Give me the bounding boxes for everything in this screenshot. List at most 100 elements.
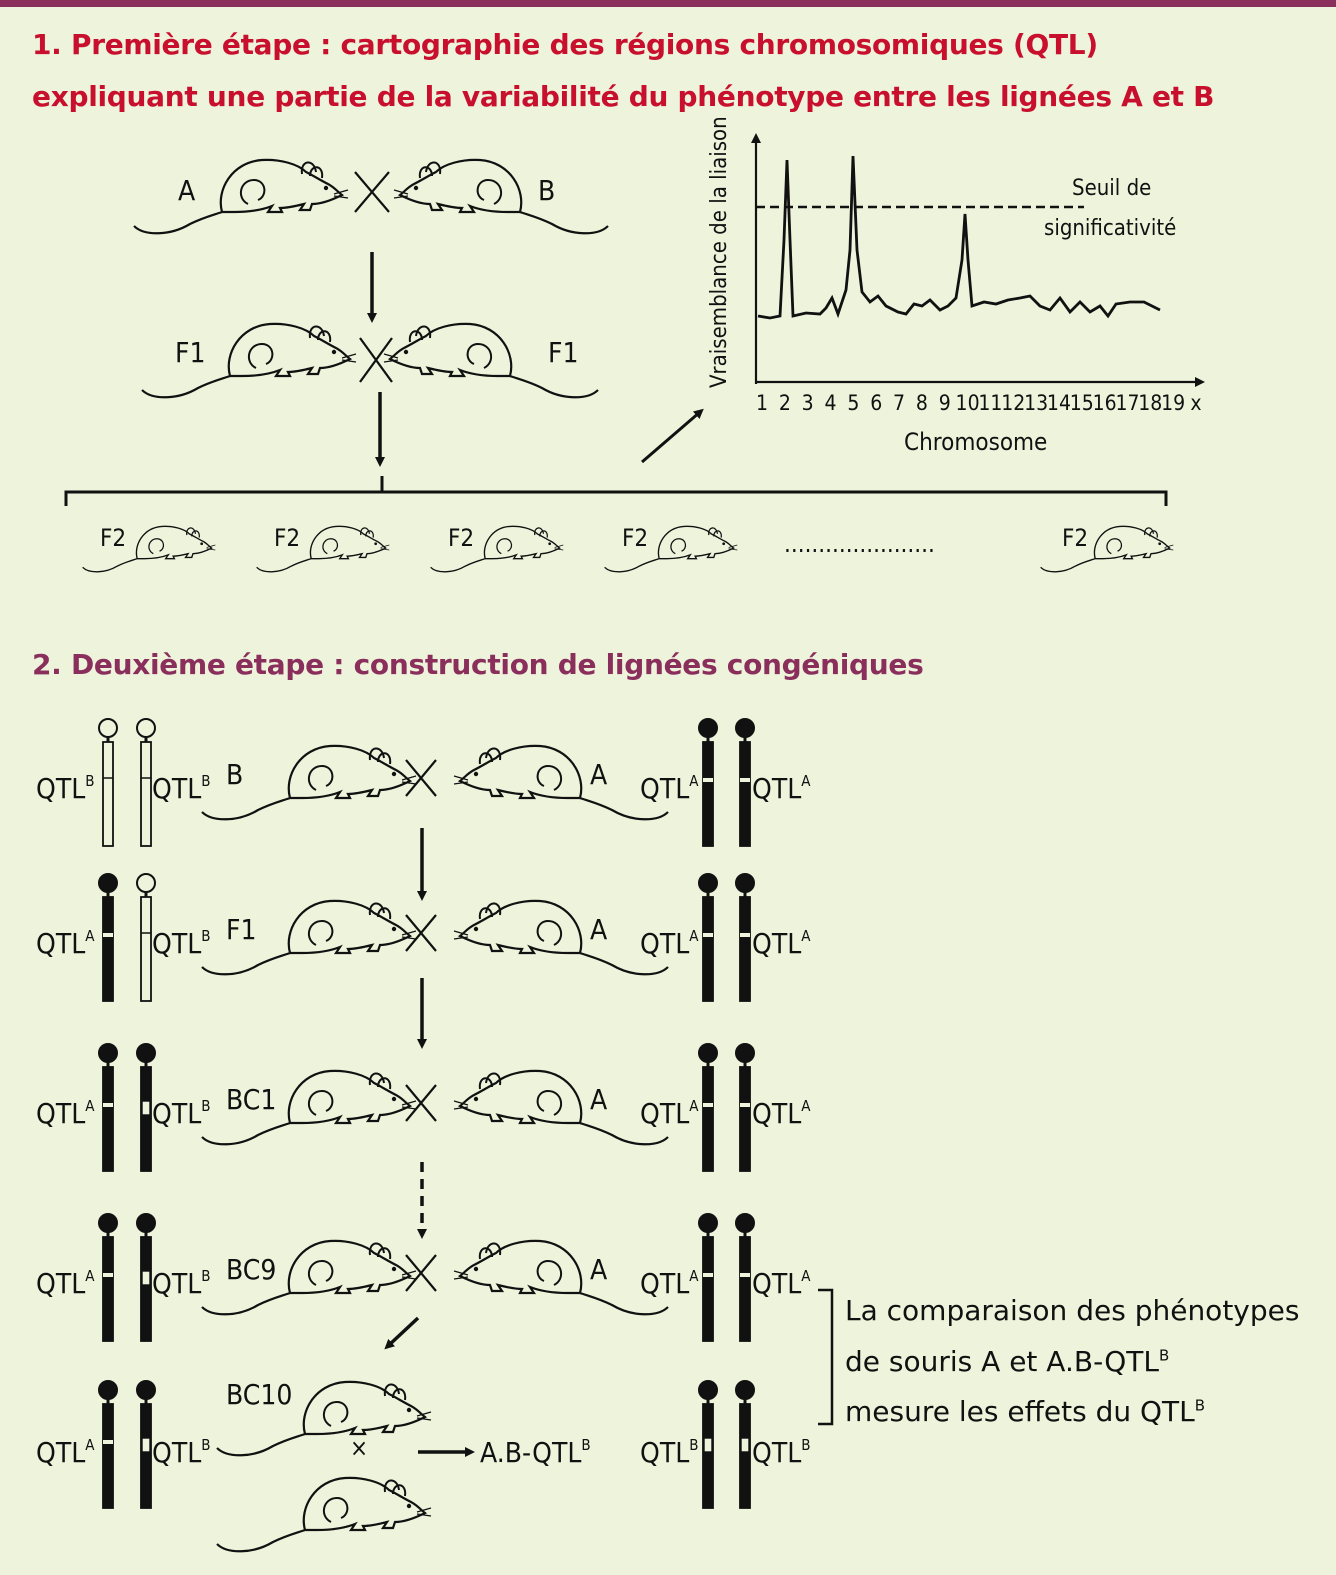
- x-tick-label: 7: [893, 391, 905, 415]
- note-line1: La comparaison des phénotypes: [845, 1294, 1300, 1327]
- chromosome-icon: [698, 718, 718, 847]
- step1-title-line1: 1. Première étape : cartographie des rég…: [32, 28, 1098, 61]
- qtl-label: QTLB: [152, 1267, 211, 1300]
- generation-label: BC9: [226, 1253, 276, 1286]
- x-tick-label: 8: [916, 391, 928, 415]
- x-tick-label: 6: [870, 391, 882, 415]
- threshold-label-2: significativité: [1044, 216, 1176, 241]
- x-tick-label: 15: [1070, 391, 1094, 415]
- x-tick-label: 19: [1161, 391, 1185, 415]
- cross-icon: [405, 1084, 437, 1122]
- x-tick-label: 2: [779, 391, 791, 415]
- linkage-curve: [757, 155, 1161, 320]
- cross-icon: [405, 759, 437, 797]
- x-tick-label: 13: [1024, 391, 1048, 415]
- y-axis-label: Vraisemblance de la liaison: [707, 116, 732, 388]
- chromosome-icon: [735, 1213, 755, 1342]
- generation-label: F1: [226, 913, 257, 946]
- chromosome-icon: [98, 873, 118, 1002]
- linkage-chart: Vraisemblance de la liaison Chromosome S…: [707, 116, 1205, 456]
- f2-label: F2: [1062, 524, 1088, 552]
- qtl-label: QTLB: [640, 1436, 699, 1469]
- qtl-label: QTLA: [640, 927, 699, 960]
- x-tick-label: 9: [939, 391, 951, 415]
- f2-bracket: [64, 476, 1168, 506]
- qtl-label: QTLA: [36, 1097, 95, 1130]
- x-tick-label: 16: [1093, 391, 1117, 415]
- cross-icon: [405, 1254, 437, 1292]
- chromosome-icon: [98, 1043, 118, 1172]
- x-tick-label: 14: [1047, 391, 1071, 415]
- generation-label: B: [226, 758, 243, 791]
- mouse-icon: [452, 1239, 670, 1316]
- ellipsis-dots: ......................: [784, 530, 935, 558]
- x-tick-label: 11: [978, 391, 1002, 415]
- f2-label: F2: [274, 524, 300, 552]
- f2-label: F2: [100, 524, 126, 552]
- chromosome-icon: [98, 718, 118, 847]
- parent-b-label: B: [538, 174, 555, 207]
- cross-f1-f1: F1 F1: [140, 322, 600, 399]
- qtl-label: QTLA: [640, 1097, 699, 1130]
- chromosome-icon: [735, 1043, 755, 1172]
- f2-label: F2: [448, 524, 474, 552]
- x-tick-label: 10: [956, 391, 980, 415]
- qtl-label: QTLA: [752, 927, 811, 960]
- f2-row: F2 F2 F2 F2 F2 ......................: [81, 524, 1175, 573]
- step1-title-line2: expliquant une partie de la variabilité …: [32, 80, 1215, 113]
- x-tick-label: 18: [1138, 391, 1162, 415]
- f2-label: F2: [622, 524, 648, 552]
- chromosome-icon: [698, 1213, 718, 1342]
- qtl-label: QTLA: [640, 772, 699, 805]
- qtl-label: QTLA: [752, 1097, 811, 1130]
- result-label: A.B-QTLB: [480, 1436, 591, 1469]
- qtl-label: QTLA: [640, 1267, 699, 1300]
- parent-a-label: A: [178, 174, 196, 207]
- chromosome-icon: [136, 1043, 156, 1172]
- step2-title: 2. Deuxième étape : construction de lign…: [32, 648, 924, 681]
- x-axis-label: Chromosome: [904, 428, 1047, 456]
- generation-label: BC1: [226, 1083, 276, 1116]
- times-sign: ×: [350, 1434, 368, 1462]
- qtl-label: QTLA: [752, 772, 811, 805]
- qtl-label: QTLB: [152, 772, 211, 805]
- cross-icon: [405, 914, 437, 952]
- arrow-diagonal-icon: [641, 408, 704, 464]
- mouse-icon: [452, 899, 670, 976]
- x-tick-label: 5: [847, 391, 859, 415]
- comparison-bracket: [818, 1288, 834, 1426]
- x-tick-label: 12: [1001, 391, 1025, 415]
- chromosome-icon: [98, 1380, 118, 1509]
- qtl-label: QTLA: [752, 1267, 811, 1300]
- threshold-label-1: Seuil de: [1072, 176, 1151, 201]
- f1-left-label: F1: [175, 336, 206, 369]
- chromosome-icon: [136, 873, 156, 1002]
- x-tick-label: x: [1190, 391, 1201, 415]
- chromosome-icon: [698, 873, 718, 1002]
- x-tick-label: 4: [825, 391, 837, 415]
- top-accent-bar: [0, 0, 1336, 7]
- mouse-icon: [452, 744, 670, 821]
- chromosome-icon: [136, 1380, 156, 1509]
- qtl-label: QTLA: [36, 927, 95, 960]
- qtl-label: QTLA: [36, 1267, 95, 1300]
- chromosome-icon: [98, 1213, 118, 1342]
- cross-icon: [354, 171, 390, 213]
- mouse-icon: [215, 1476, 433, 1553]
- cross-a-b: A B: [132, 158, 610, 235]
- chromosome-icon: [735, 1380, 755, 1509]
- qtl-label: QTLB: [152, 1436, 211, 1469]
- qtl-label: QTLA: [36, 1436, 95, 1469]
- mouse-icon: [452, 1069, 670, 1146]
- cross-icon: [359, 337, 393, 383]
- note-line2: de souris A et A.B-QTLB: [845, 1345, 1170, 1378]
- chromosome-icon: [735, 718, 755, 847]
- x-tick-label: 3: [802, 391, 814, 415]
